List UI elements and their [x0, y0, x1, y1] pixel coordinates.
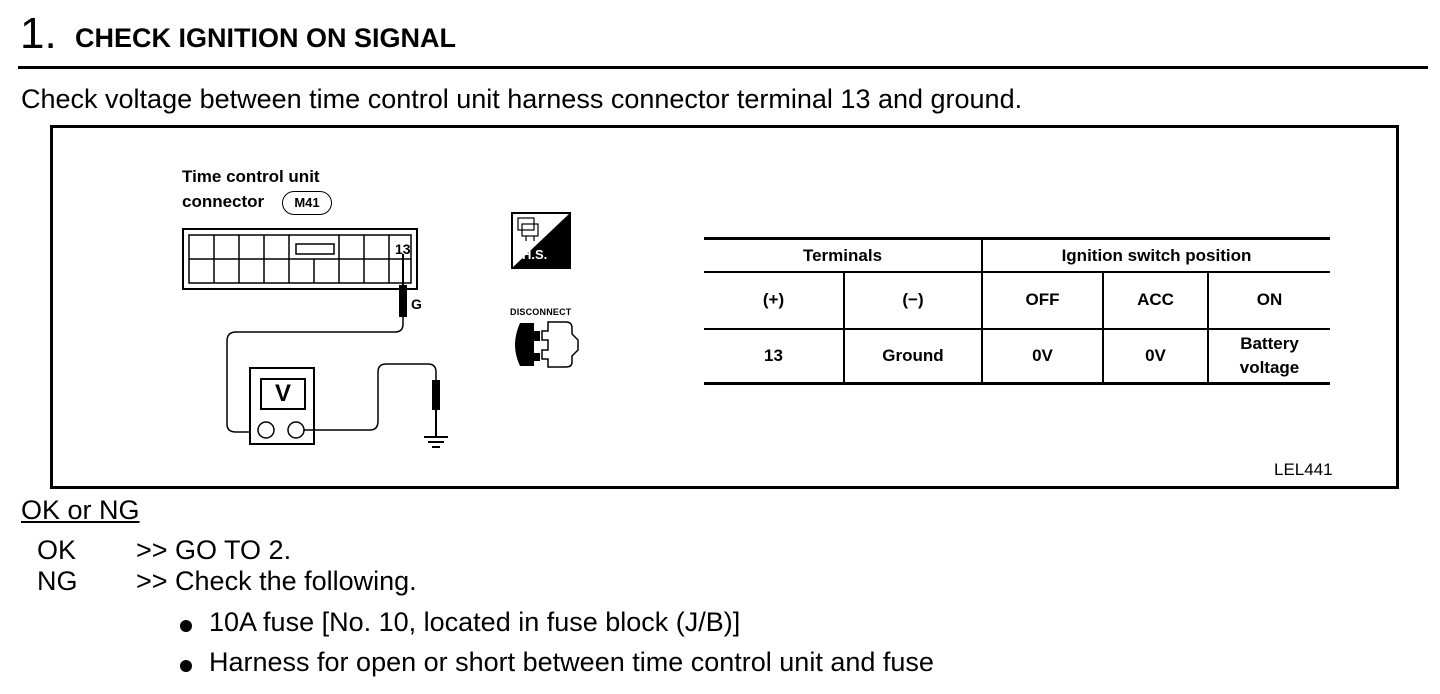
ok-action: >> GO TO 2. — [136, 535, 292, 565]
table-header-terminals: Terminals — [802, 245, 883, 265]
table-cell: 0V — [1145, 345, 1166, 365]
table-column-divider — [1207, 272, 1209, 384]
voltmeter-display: V — [260, 378, 306, 410]
step-number: 1. — [20, 9, 57, 58]
instruction-text: Check voltage between time control unit … — [21, 84, 1023, 114]
disconnect-icon — [515, 321, 579, 368]
table-rule-bottom — [704, 382, 1330, 385]
connector-label: Time control unit — [182, 167, 320, 186]
table-rule-top — [704, 237, 1330, 240]
ground-icon — [424, 436, 448, 448]
bullet-icon — [180, 660, 192, 672]
figure-reference-code: LEL441 — [1274, 460, 1333, 479]
bullet-icon — [180, 620, 192, 632]
result-heading: OK or NG — [21, 495, 140, 525]
table-cell-battery-voltage: Battery voltage — [1209, 329, 1330, 382]
table-cell: 13 — [764, 345, 783, 365]
wire-color-label: G — [411, 296, 422, 312]
connector-icon — [182, 228, 418, 290]
table-cell-line: voltage — [1239, 357, 1300, 377]
table-column-acc: ACC — [1137, 290, 1174, 309]
table-column-off: OFF — [1025, 290, 1060, 309]
table-column-plus: (+) — [762, 290, 785, 309]
heading-divider — [18, 66, 1428, 69]
ground-probe-icon — [304, 363, 440, 436]
table-column-divider — [1102, 272, 1104, 384]
disconnect-label: DISCONNECT — [510, 307, 572, 317]
check-item: Harness for open or short between time c… — [209, 647, 934, 677]
step-title: CHECK IGNITION ON SIGNAL — [75, 23, 457, 53]
harness-side-label: H.S. — [522, 247, 548, 262]
harness-side-icon — [511, 212, 571, 269]
table-cell-line: Battery — [1240, 333, 1299, 353]
table-column-divider — [843, 272, 845, 384]
probe-icon — [226, 254, 407, 433]
pin-number-label: 13 — [395, 241, 411, 257]
table-cell: Ground — [882, 345, 944, 365]
table-cell: 0V — [1032, 345, 1053, 365]
table-column-on: ON — [1256, 290, 1283, 309]
figure-frame — [50, 125, 1399, 489]
ok-key: OK — [37, 535, 77, 565]
check-item: 10A fuse [No. 10, located in fuse block … — [209, 607, 741, 637]
table-rule — [704, 328, 1330, 330]
connector-label-2: connector — [182, 192, 265, 211]
ng-key: NG — [37, 566, 78, 596]
table-header-ignition: Ignition switch position — [1061, 245, 1252, 265]
table-column-minus: (−) — [902, 290, 924, 309]
ng-action: >> Check the following. — [136, 566, 417, 596]
connector-id-badge: M41 — [282, 191, 332, 215]
table-rule — [704, 271, 1330, 273]
table-column-divider — [981, 240, 983, 384]
